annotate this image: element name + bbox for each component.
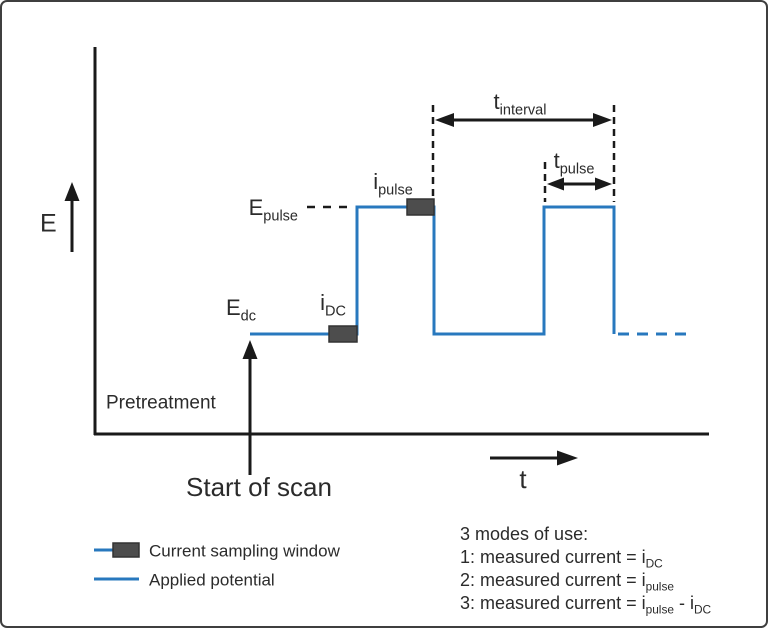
ipulse-sampling-window xyxy=(406,198,435,216)
modes-of-use-block: 3 modes of use: 1: measured current = iD… xyxy=(460,523,712,617)
applied-potential-waveform xyxy=(250,205,616,336)
t-pulse-label: tpulse xyxy=(553,148,595,178)
mode-line-3: 3: measured current = ipulse - iDC xyxy=(460,593,712,617)
e-pulse-label: Epulse xyxy=(248,195,298,225)
t-interval-arrow-right-head-icon xyxy=(593,113,612,127)
t-axis-arrow-head-icon xyxy=(557,450,578,466)
modes-title: 3 modes of use: xyxy=(460,524,589,544)
t-pulse-arrow-left-head-icon xyxy=(547,177,564,191)
idc-sampling-window xyxy=(328,325,358,343)
start-of-scan-arrow-head-icon xyxy=(242,340,258,359)
i-pulse-label: ipulse xyxy=(373,169,413,199)
mode-line-2: 2: measured current = ipulse xyxy=(460,570,674,594)
pretreatment-label: Pretreatment xyxy=(106,392,216,414)
mode-line-1: 1: measured current = iDC xyxy=(460,547,663,571)
e-axis-arrow-head-icon xyxy=(64,182,80,201)
legend-sampling-window-swatch xyxy=(112,542,140,558)
t-interval-arrow-left-head-icon xyxy=(435,113,454,127)
x-axis-label: t xyxy=(519,464,527,494)
t-interval-label: tinterval xyxy=(493,89,547,119)
e-dc-label: Edc xyxy=(225,295,256,325)
legend-item-current-sampling-window: Current sampling window xyxy=(149,541,340,561)
i-dc-label: iDC xyxy=(320,290,346,320)
legend-item-applied-potential: Applied potential xyxy=(149,570,275,590)
t-pulse-arrow-right-head-icon xyxy=(595,177,612,191)
start-of-scan-label: Start of scan xyxy=(186,472,332,502)
